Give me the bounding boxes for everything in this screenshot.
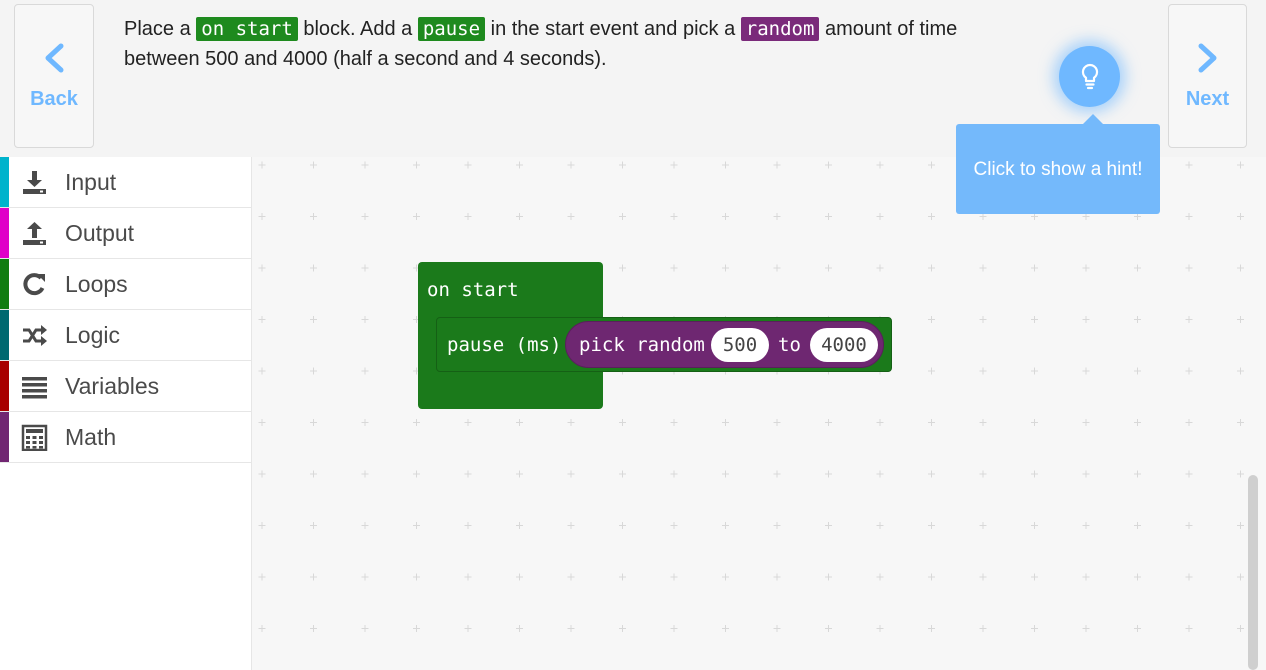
toolbox: Input Output Loops (0, 157, 252, 670)
input-icon (21, 169, 48, 196)
instruction-text-2: block. Add a (297, 18, 418, 40)
workspace-scrollbar[interactable] (1248, 475, 1258, 670)
on-start-chip: on start (196, 17, 298, 41)
chevron-left-icon (45, 43, 64, 72)
hint-button[interactable] (1059, 46, 1120, 107)
hint-text: Click to show a hint! (973, 158, 1143, 180)
toolbox-item-loops[interactable]: Loops (0, 259, 251, 310)
category-stripe (0, 157, 9, 207)
pause-chip: pause (417, 17, 486, 41)
toolbox-item-logic[interactable]: Logic (0, 310, 251, 361)
instruction-text-1: Place a (124, 18, 197, 40)
tutorial-instruction: Place a on start block. Add a pause in t… (124, 14, 1024, 74)
toolbox-item-math[interactable]: Math (0, 412, 251, 463)
category-stripe (0, 208, 9, 258)
loops-icon (21, 271, 48, 298)
toolbox-item-label: Output (65, 219, 135, 246)
random-chip: random (740, 17, 820, 41)
category-stripe (0, 412, 9, 462)
category-stripe (0, 310, 9, 360)
logic-icon (21, 322, 48, 349)
on-start-label: on start (427, 279, 519, 301)
toolbox-item-input[interactable]: Input (0, 157, 251, 208)
toolbox-item-variables[interactable]: Variables (0, 361, 251, 412)
toolbox-item-label: Input (65, 168, 117, 195)
workspace-grid (252, 157, 1266, 670)
random-to-field[interactable]: 4000 (810, 328, 878, 362)
output-icon (21, 220, 48, 247)
pick-random-block[interactable]: pick random 500 to 4000 (565, 321, 884, 368)
toolbox-item-label: Logic (65, 321, 120, 348)
tutorial-bar: Back Place a on start block. Add a pause… (0, 0, 1266, 157)
hint-tooltip[interactable]: Click to show a hint! (956, 114, 1160, 214)
next-label: Next (1185, 87, 1230, 110)
pick-random-label: pick random (579, 334, 705, 356)
next-button[interactable]: Next (1168, 4, 1247, 148)
toolbox-item-label: Loops (65, 270, 128, 297)
blocks-workspace[interactable] (252, 157, 1266, 670)
lightbulb-icon (1081, 63, 1098, 89)
variables-icon (21, 373, 48, 400)
toolbox-item-label: Variables (65, 372, 160, 399)
back-button[interactable]: Back (14, 4, 94, 148)
back-label: Back (30, 87, 78, 110)
instruction-text-4: amount of time between 500 and 4000 (hal… (124, 18, 958, 70)
pause-label: pause (ms) (447, 334, 562, 356)
category-stripe (0, 259, 9, 309)
toolbox-item-label: Math (65, 423, 117, 450)
instruction-text-3: in the start event and pick a (485, 18, 741, 40)
math-icon (21, 424, 48, 452)
to-label: to (778, 334, 801, 356)
toolbox-item-output[interactable]: Output (0, 208, 251, 259)
category-stripe (0, 361, 9, 411)
chevron-right-icon (1198, 43, 1216, 72)
random-from-field[interactable]: 500 (711, 328, 769, 362)
